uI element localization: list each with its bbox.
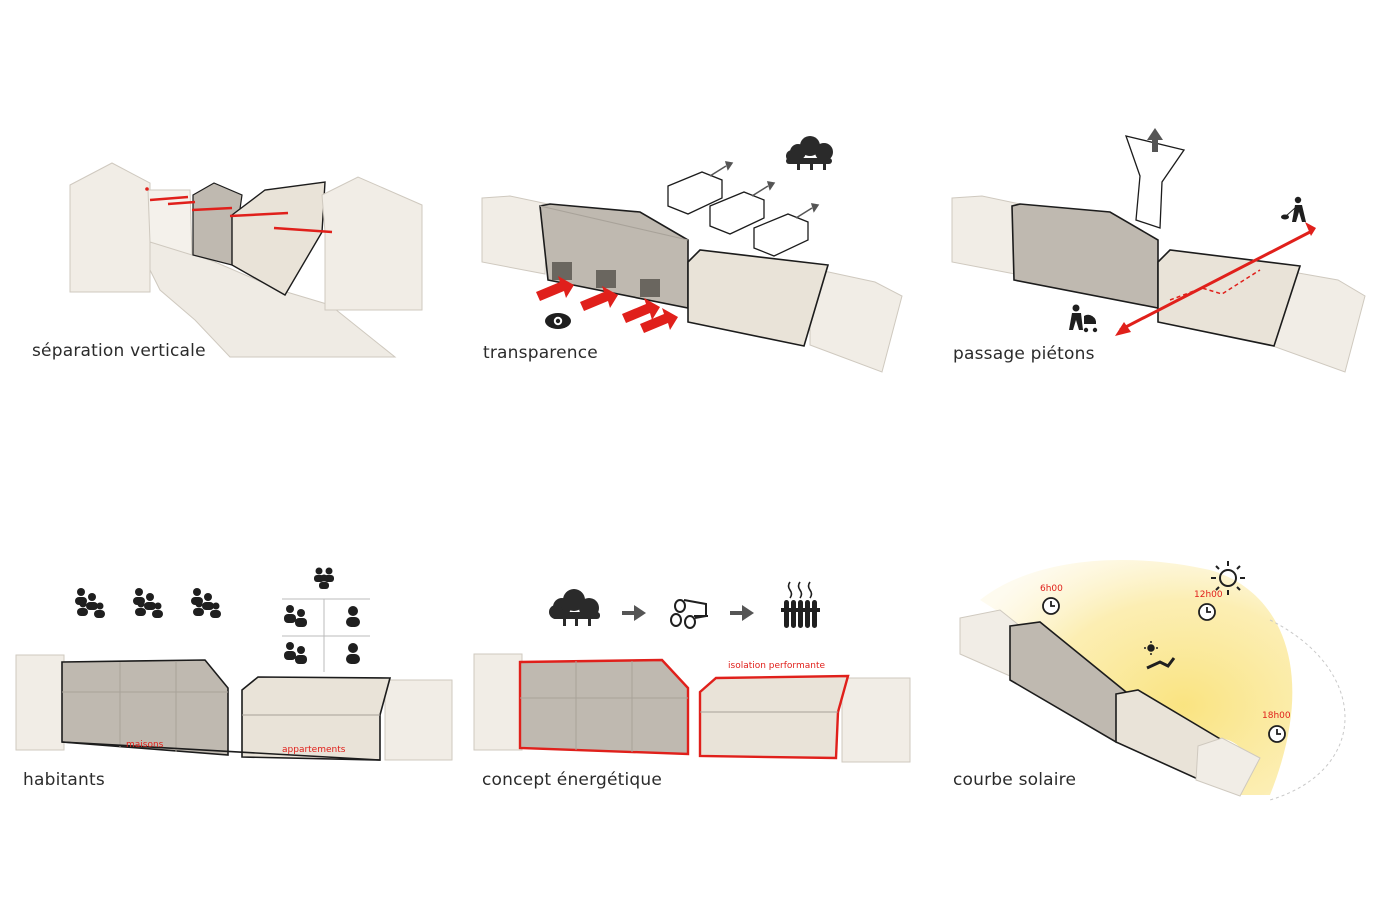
energie-diagram: isolation performante — [473, 581, 911, 763]
caption-energie: concept énergétique — [482, 770, 663, 790]
clock-icon-6h — [1042, 597, 1060, 615]
sunbathing-icon — [1144, 641, 1176, 670]
panel-transparence: transparence — [470, 0, 910, 400]
panel-concept-energetique: isolation performante — [462, 440, 922, 800]
panel-habitants: maisons appartements habitants — [0, 440, 460, 800]
ventilation-shaft — [1124, 135, 1186, 229]
label-appartements: appartements — [282, 745, 346, 755]
pedestrian-dog-icon — [1281, 196, 1306, 222]
solaire-diagram: 6h00 12h00 18h00 — [959, 560, 1346, 801]
caption-solaire: courbe solaire — [953, 770, 1077, 790]
trees-icon — [549, 589, 600, 626]
clock-icon-18h — [1268, 725, 1286, 743]
process-arrows — [622, 605, 754, 621]
separation-diagram — [69, 162, 423, 358]
habitants-diagram: maisons appartements — [15, 567, 453, 761]
stroller-person-icon — [1069, 304, 1098, 333]
trees-icon — [786, 136, 833, 170]
panel-passage-pietons: passage piétons — [940, 0, 1391, 400]
caption-separation: séparation verticale — [32, 341, 206, 361]
time-6h: 6h00 — [1040, 584, 1063, 594]
eye-icon — [545, 313, 571, 329]
transparence-diagram — [481, 136, 903, 373]
separation-lines — [149, 195, 333, 234]
panel-separation-verticale: séparation verticale — [0, 0, 460, 400]
air-flow-boxes — [667, 171, 809, 257]
label-maisons: maisons — [126, 740, 164, 750]
passage-diagram — [951, 128, 1366, 373]
caption-transparence: transparence — [483, 343, 598, 363]
clock-icon-12h — [1198, 603, 1216, 621]
radiator-icon — [781, 581, 820, 628]
label-isolation: isolation performante — [728, 661, 825, 671]
vent-arrow-icon — [1147, 128, 1163, 152]
apartment-occupants-grid — [282, 567, 370, 672]
transparency-arrows — [536, 276, 678, 333]
caption-passage: passage piétons — [953, 344, 1095, 364]
time-12h: 12h00 — [1194, 590, 1223, 600]
sun-icon — [1211, 561, 1245, 595]
pedestrian-path — [1169, 269, 1261, 301]
panel-courbe-solaire: 6h00 12h00 18h00 courbe solaire — [940, 440, 1391, 801]
firewood-icon — [670, 599, 708, 629]
caption-habitants: habitants — [23, 770, 105, 790]
upward-arrows — [709, 161, 820, 219]
family-group-icons — [75, 588, 221, 618]
time-18h: 18h00 — [1262, 711, 1291, 721]
